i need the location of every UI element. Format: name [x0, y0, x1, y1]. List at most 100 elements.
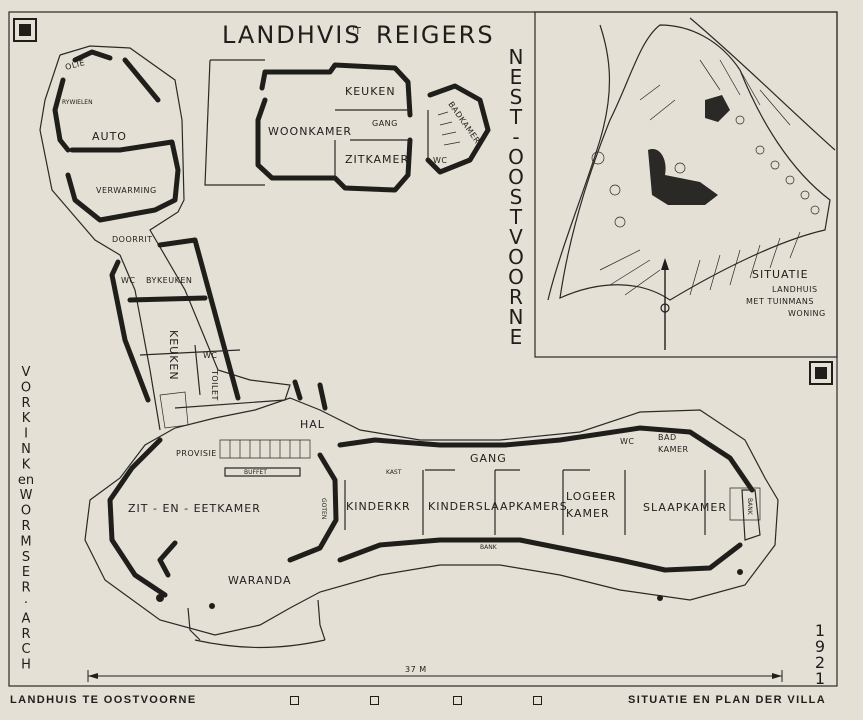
architect-letter-4: I [24, 427, 28, 442]
architect-letter-5: N [21, 442, 31, 457]
upper-zitkamer-label: ZITKAMER [345, 153, 409, 166]
title-vertical-letter-4: - [512, 125, 519, 149]
bank-vertical-label: BANK [746, 498, 753, 516]
scale-label: 37 M [405, 665, 427, 674]
waranda-label: WARANDA [228, 574, 292, 587]
architect-letter-17: R [21, 627, 30, 642]
wing-wc-label: WC [121, 276, 136, 285]
title-vertical-letter-10: O [508, 245, 524, 269]
main-wc-label: WC [620, 437, 635, 446]
architect-letter-6: K [22, 457, 31, 472]
year-digit-2: 2 [815, 653, 825, 672]
architect-letter-1: O [21, 380, 31, 395]
situatie-line-3: WONING [788, 309, 826, 318]
rijwielen-label: RYWIELEN [62, 99, 93, 106]
architect-letter-16: A [22, 611, 31, 626]
architect-letter-0: V [22, 365, 31, 380]
architect-letter-12: S [22, 550, 30, 565]
architect-letter-18: C [21, 642, 30, 657]
title-vertical-letter-9: V [509, 225, 523, 249]
footer-right: SITUATIE EN PLAN DER VILLA [628, 694, 827, 706]
upper-woonkamer-label: WOONKAMER [268, 125, 352, 138]
situatie-title: SITUATIE [752, 268, 809, 281]
upper-gang-label: GANG [372, 119, 398, 128]
situatie-line-2: MET TUINMANS [746, 297, 814, 306]
wing-wc2-label: WC [203, 351, 218, 360]
upper-wc-label: WC [433, 156, 448, 165]
verwarming-label: VERWARMING [96, 186, 157, 195]
title-vertical-letter-7: S [510, 185, 523, 209]
corner-mark-top-left [13, 18, 37, 42]
footer-square-3 [453, 696, 462, 705]
goten-label: GOTEN [320, 498, 327, 519]
architect-letter-15: · [24, 596, 28, 611]
title-left: LANDHVIS [222, 21, 362, 49]
kinderkr-label: KINDERKR [346, 500, 411, 513]
kast-label: KAST [386, 469, 402, 476]
architect-letter-8: W [20, 488, 33, 503]
situation-frame [534, 11, 838, 358]
wing-keuken-label: KEUKEN [167, 330, 180, 381]
title-vertical-letter-3: T [509, 105, 523, 129]
bijkeuken-label: BYKEUKEN [146, 276, 192, 285]
footer-square-4 [533, 696, 542, 705]
upper-keuken-label: KEUKEN [345, 85, 396, 98]
toilet-label: TOILET [210, 369, 219, 401]
title-vertical-letter-13: N [509, 305, 524, 329]
slaapkamer-label: SLAAPKAMER [643, 501, 727, 514]
footer-square-2 [370, 696, 379, 705]
ground-floor-plan: HAL PROVISIE BUFFET GANG ZIT - EN - EETK… [84, 379, 779, 649]
year-digit-0: 1 [815, 621, 825, 640]
hal-label: HAL [300, 418, 325, 431]
footer-left: LANDHUIS TE OOSTVOORNE [10, 694, 197, 706]
main-gang-label: GANG [470, 452, 507, 465]
architect-letter-19: H [21, 658, 31, 673]
title-right: REIGERS [376, 21, 495, 49]
architect-letter-7: en [18, 473, 34, 488]
year-digit-1: 9 [815, 637, 825, 656]
corner-mark-right [809, 361, 833, 385]
garage-wing-plan: OLIE RYWIELEN AUTO VERWARMING DOORRIT WC… [39, 45, 291, 431]
architect-letter-2: R [21, 396, 30, 411]
logeerkamer-label-1: LOGEER [566, 490, 616, 503]
badkamer-label-2: KAMER [658, 445, 689, 454]
title-vertical-letter-12: R [509, 285, 523, 309]
architect-letter-10: R [21, 519, 30, 534]
year-digit-3: 1 [815, 669, 825, 688]
architect-letter-13: E [22, 565, 30, 580]
architect-letter-11: M [20, 534, 31, 549]
situatie-line-1: LANDHUIS [772, 285, 818, 294]
kinderslaapkamers-label: KINDERSLAAPKAMERS [428, 500, 568, 513]
title-vertical-letter-6: O [508, 165, 524, 189]
scale-bar: 37 M [87, 665, 783, 682]
title-vertical-letter-1: E [510, 65, 523, 89]
doorrit-label: DOORRIT [112, 235, 153, 244]
title-vertical-letter-2: S [510, 85, 523, 109]
upper-floor-plan: KEUKEN GANG WOONKAMER ZITKAMER WC BADKAM… [204, 59, 491, 193]
title-vertical-letter-5: O [508, 145, 524, 169]
bank-label: BANK [480, 544, 498, 551]
zit-eetkamer-label: ZIT - EN - EETKAMER [128, 502, 261, 515]
title-vertical-letter-8: T [509, 205, 523, 229]
badkamer-label-1: BAD [658, 433, 677, 442]
auto-label: AUTO [92, 130, 127, 143]
logeerkamer-label-2: KAMER [566, 507, 610, 520]
architect-letter-9: O [21, 504, 31, 519]
footer-square-1 [290, 696, 299, 705]
situation-map: SITUATIE LANDHUIS MET TUINMANS WONING [547, 17, 836, 350]
provisie-label: PROVISIE [176, 449, 217, 458]
title-vertical-letter-0: N [509, 45, 524, 69]
title-t: 'T [352, 26, 362, 37]
architect-letter-14: R [21, 581, 30, 596]
title-vertical-letter-14: E [510, 325, 523, 349]
architect-letter-3: K [22, 411, 31, 426]
buffet-label: BUFFET [244, 469, 267, 476]
title-vertical-letter-11: O [508, 265, 524, 289]
